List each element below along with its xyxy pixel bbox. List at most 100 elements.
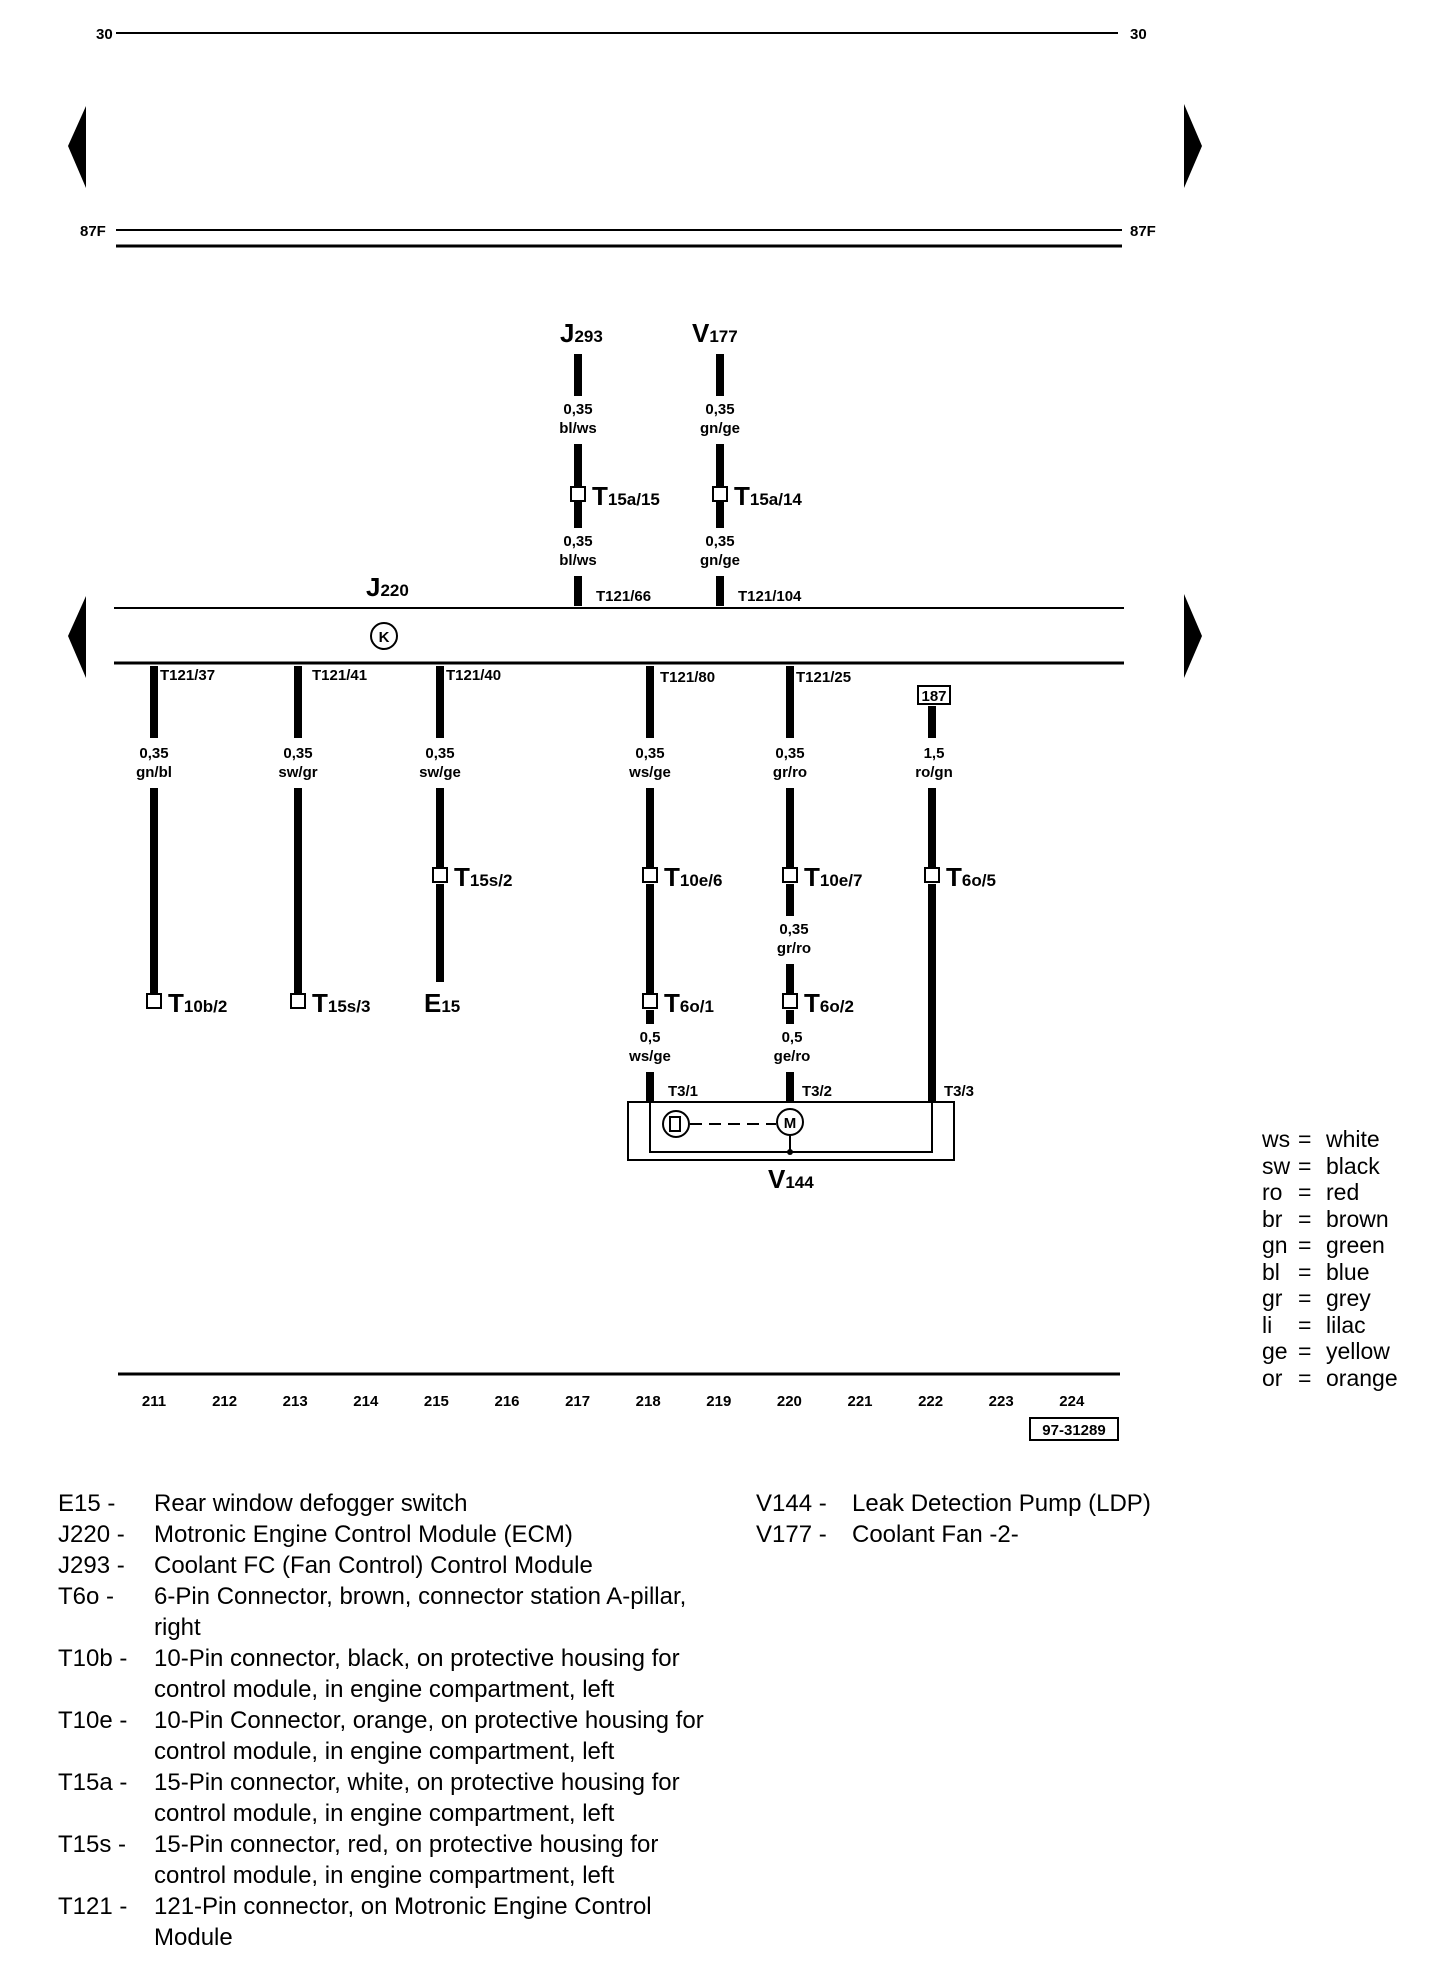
connector-t6o2: T6o/2 — [804, 988, 854, 1018]
legend-entry: J293 -Coolant FC (Fan Control) Control M… — [58, 1550, 714, 1581]
pin-t3-1: T3/1 — [668, 1083, 698, 1100]
color-name: lilac — [1326, 1311, 1366, 1338]
component-v144: V144 — [768, 1164, 814, 1194]
connector-icon — [782, 867, 798, 883]
ruler-label: 219 — [706, 1393, 731, 1410]
motor-label: M — [784, 1115, 797, 1132]
rail-30: 30 30 — [96, 26, 1147, 43]
wire-color: sw/gr — [278, 764, 317, 781]
wire-size: 0,35 — [635, 745, 664, 762]
legend-desc: 10-Pin Connector, orange, on protective … — [154, 1707, 704, 1765]
equals-sign: = — [1298, 1338, 1312, 1364]
color-key-row: ws = white — [1262, 1126, 1398, 1153]
connector-icon — [712, 486, 728, 502]
legend-desc: Leak Detection Pump (LDP) — [852, 1490, 1151, 1517]
legend-desc: 15-Pin connector, red, on protective hou… — [154, 1831, 659, 1889]
component-j220: J220 — [366, 572, 409, 602]
connector-icon — [782, 993, 798, 1009]
legend-code: E15 - — [58, 1490, 116, 1517]
wire-size: 0,35 — [705, 533, 734, 550]
ruler-label: 213 — [283, 1393, 308, 1410]
legend-code: T121 - — [58, 1893, 128, 1920]
equals-sign: = — [1298, 1364, 1312, 1391]
wire-color: gn/ge — [700, 420, 740, 437]
color-name: orange — [1326, 1364, 1398, 1391]
wire-size: 0,35 — [705, 401, 734, 418]
legend-code: V144 - — [756, 1490, 827, 1517]
color-abbr: sw — [1262, 1152, 1291, 1179]
legend-code: T15s - — [58, 1831, 127, 1858]
ref-187-label: 187 — [921, 688, 946, 705]
pin-t3-2: T3/2 — [802, 1083, 832, 1100]
color-name: grey — [1326, 1285, 1371, 1311]
legend-desc: Coolant Fan -2- — [852, 1521, 1019, 1548]
legend-desc: Coolant FC (Fan Control) Control Module — [154, 1552, 593, 1579]
pin-t121-80: T121/80 — [660, 669, 715, 686]
color-abbr: li — [1262, 1311, 1273, 1338]
equals-sign: = — [1298, 1126, 1312, 1152]
wire-size: 0,35 — [139, 745, 168, 762]
legend-desc: Motronic Engine Control Module (ECM) — [154, 1521, 573, 1548]
wire-color: ws/ge — [628, 1048, 671, 1065]
wire-color: bl/ws — [559, 552, 597, 569]
pin-t121-25: T121/25 — [796, 669, 851, 686]
rail-87f-left-label: 87F — [80, 223, 106, 240]
legend-entry: T15a -15-Pin connector, white, on protec… — [58, 1767, 714, 1829]
connector-icon — [146, 993, 162, 1009]
color-key-row: li=lilac — [1262, 1312, 1398, 1339]
color-abbr: ro — [1262, 1179, 1283, 1205]
color-key-row: bl=blue — [1262, 1259, 1398, 1286]
page-next-arrow-mid[interactable] — [1184, 594, 1202, 678]
connector-t10e6: T10e/6 — [664, 862, 722, 892]
connector-icon — [642, 993, 658, 1009]
doc-number: 97-31289 — [1042, 1422, 1105, 1439]
wire-color: ge/ro — [774, 1048, 811, 1065]
ruler-label: 224 — [1059, 1393, 1085, 1410]
page-prev-arrow-top[interactable] — [68, 106, 86, 188]
color-key-row: or = orange — [1262, 1365, 1398, 1392]
component-j293: J293 — [560, 318, 603, 348]
page-next-arrow-top[interactable] — [1184, 104, 1202, 188]
page-prev-arrow-mid[interactable] — [68, 596, 86, 678]
color-abbr: ws — [1262, 1126, 1291, 1152]
pin-t3-3: T3/3 — [944, 1083, 974, 1100]
equals-sign: = — [1298, 1258, 1312, 1285]
color-key-row: br=brown — [1262, 1206, 1398, 1233]
pin-t121-66: T121/66 — [596, 588, 651, 605]
connector-t15s3: T15s/3 — [312, 988, 370, 1018]
wire-size: 1,5 — [924, 745, 945, 762]
rail-87f-right-label: 87F — [1130, 223, 1156, 240]
pin-t121-37: T121/37 — [160, 667, 215, 684]
legend-entry: T15s - 15-Pin connector, red, on protecti… — [58, 1829, 714, 1891]
connector-icon — [432, 867, 448, 883]
color-key-row: ro=red — [1262, 1179, 1398, 1206]
color-name: brown — [1326, 1205, 1389, 1232]
legend-entry: T10b -10-Pin connector, black, on protec… — [58, 1643, 714, 1705]
legend-desc: 6-Pin Connector, brown, connector statio… — [154, 1583, 687, 1641]
color-abbr: or — [1262, 1364, 1283, 1391]
pin-t121-41: T121/41 — [312, 667, 367, 684]
legend-code: T10b - — [58, 1645, 128, 1672]
pin-t121-40: T121/40 — [446, 667, 501, 684]
legend-right: V144 - Leak Detection Pump (LDP)V177 -Coo… — [756, 1488, 1272, 1550]
color-abbr: br — [1262, 1205, 1283, 1232]
legend-entry: V177 -Coolant Fan -2- — [756, 1519, 1272, 1550]
ruler-label: 220 — [777, 1393, 802, 1410]
rail-30-left-label: 30 — [96, 26, 113, 43]
k-symbol-label: K — [379, 629, 390, 646]
connector-t15a14: T15a/14 — [734, 481, 802, 511]
wire-size: 0,5 — [640, 1029, 661, 1046]
wire-color: gn/bl — [136, 764, 172, 781]
connector-t6o1: T6o/1 — [664, 988, 714, 1018]
legend-entry: T10e -10-Pin Connector, orange, on prote… — [58, 1705, 714, 1767]
color-name: white — [1326, 1126, 1380, 1152]
connector-t6o5: T6o/5 — [946, 862, 996, 892]
wire-size: 0,35 — [775, 745, 804, 762]
color-name: black — [1326, 1152, 1380, 1179]
legend-entry: J220 -Motronic Engine Control Module (EC… — [58, 1519, 714, 1550]
color-abbr: gn — [1262, 1232, 1288, 1258]
legend-desc: 15-Pin connector, white, on protective h… — [154, 1769, 680, 1827]
